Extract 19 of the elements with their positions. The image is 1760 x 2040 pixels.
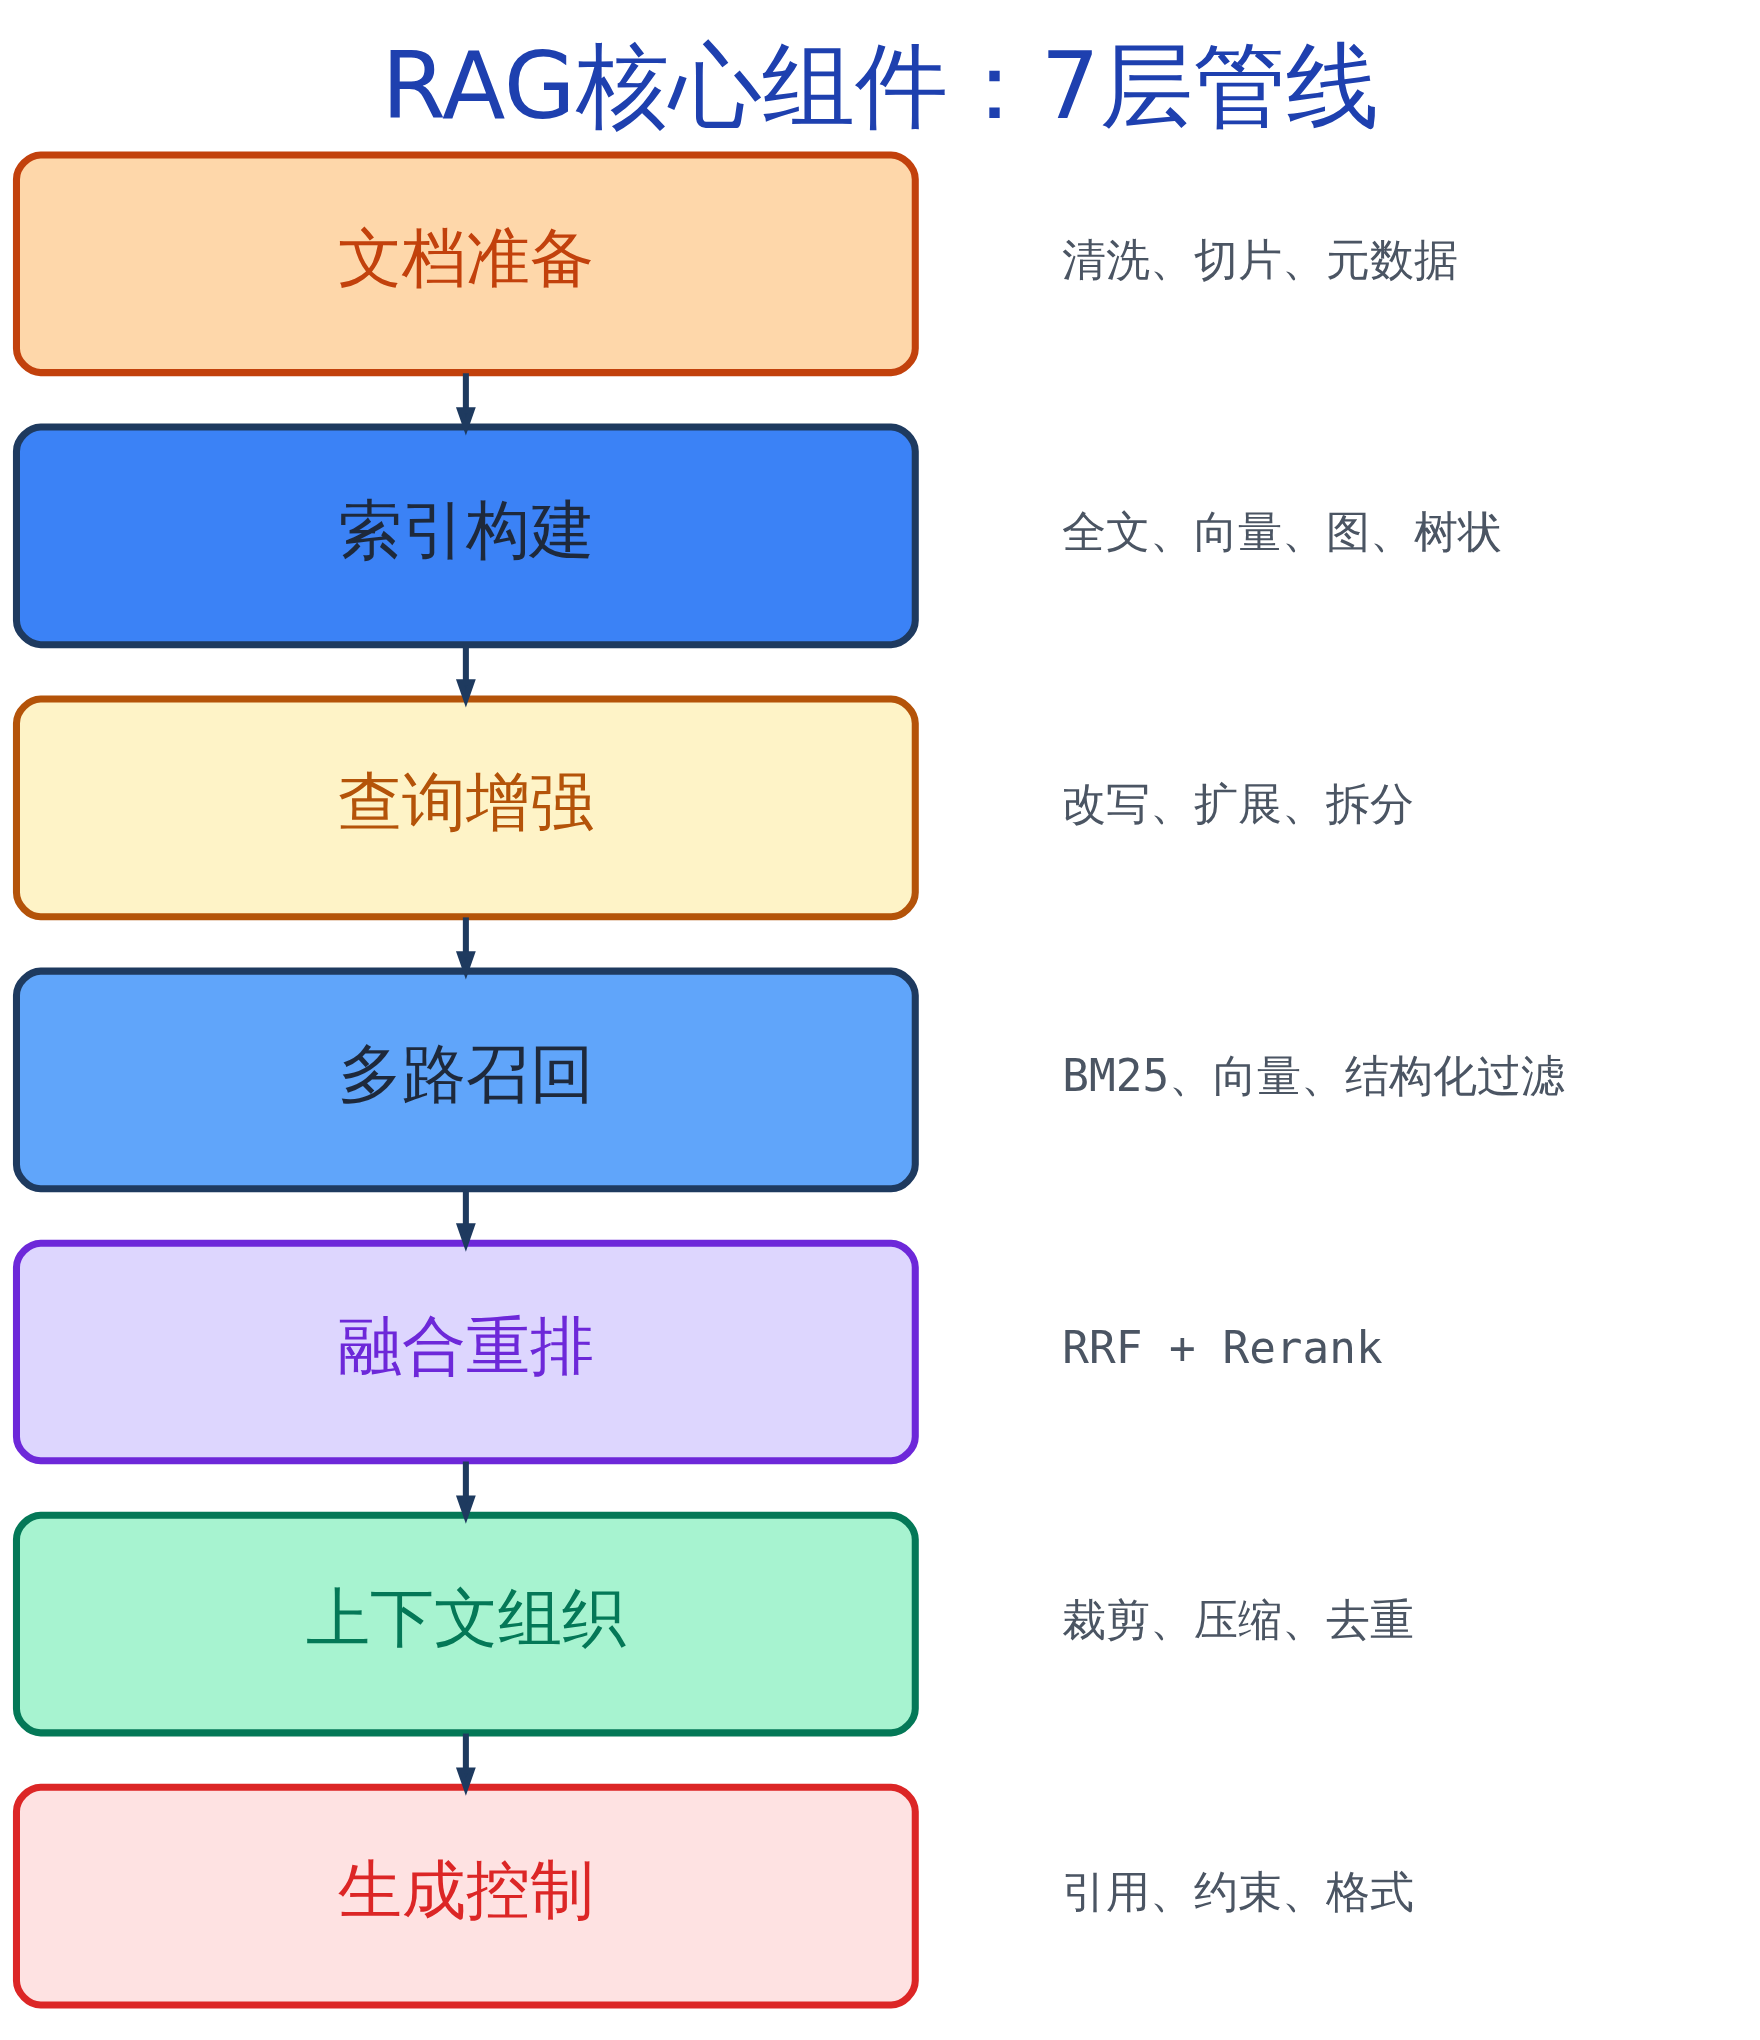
node-box: 多路召回 — [12, 967, 919, 1192]
node-box: 融合重排 — [12, 1239, 919, 1464]
node-label: RRF + Rerank — [1062, 1321, 1383, 1373]
node-box: 上下文组织 — [12, 1511, 919, 1736]
node-label: BM25、向量、结构化过滤 — [1062, 1049, 1566, 1101]
diagram-title: RAG核心组件：7层管线 — [381, 31, 1379, 140]
arrow — [455, 916, 476, 980]
node-box: 索引构建 — [12, 423, 919, 648]
node-label: 改写、扩展、拆分 — [1062, 777, 1415, 829]
arrow — [455, 1733, 476, 1796]
node-label: 清洗、切片、元数据 — [1062, 233, 1459, 285]
node-label: 引用、约束、格式 — [1062, 1865, 1415, 1917]
node-label: 全文、向量、图、树状 — [1062, 505, 1503, 557]
arrow — [455, 1461, 476, 1524]
node-label: 裁剪、压缩、去重 — [1062, 1593, 1415, 1645]
node-box: 生成控制 — [12, 1783, 919, 2008]
node-box: 查询增强 — [12, 695, 919, 920]
node-box: 文档准备 — [12, 150, 919, 376]
arrow — [455, 372, 476, 435]
